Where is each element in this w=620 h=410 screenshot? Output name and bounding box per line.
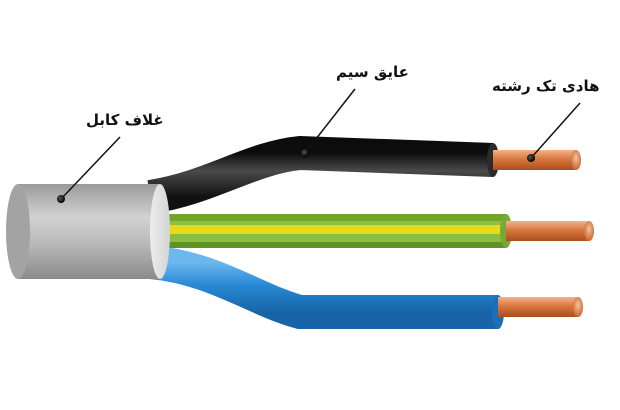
sheath-leader-line [60,136,121,200]
copper-core-icon [493,150,581,170]
insulation-label: عایق سیم [336,63,409,81]
conductor-label: هادی تک رشته [492,77,600,95]
insulation-leader-line [304,88,356,154]
sheath-leader-dot [57,195,65,203]
copper-core-icon [506,221,594,241]
conductor-leader-dot [527,154,535,162]
cable-sheath [6,184,170,279]
green-yellow-wire [150,214,512,248]
conductor-leader-line [530,102,581,159]
insulation-leader-dot [301,149,309,157]
copper-core-icon [498,297,583,317]
leader-lines [57,88,581,203]
sheath-label: غلاف کابل [86,111,164,129]
blue-wire [148,245,504,329]
black-wire [147,135,499,214]
